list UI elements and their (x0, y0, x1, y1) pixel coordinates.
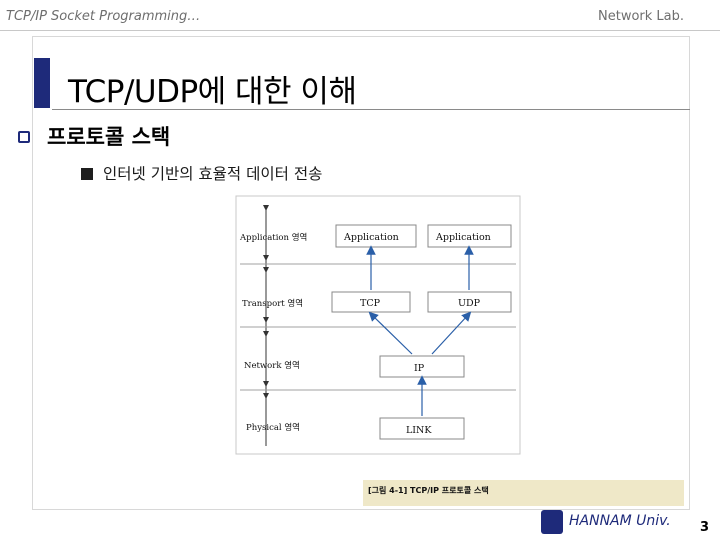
arrow-ip-to-tcp (368, 311, 413, 355)
title-underline (52, 109, 690, 110)
university-name: HANNAM Univ. (569, 513, 671, 529)
section-heading: 프로토콜 스택 (47, 125, 171, 149)
page-number: 3 (700, 520, 710, 535)
box-ip: IP (379, 355, 465, 378)
layer-label-physical: Physical 영역 (246, 422, 300, 433)
flow-arrows (366, 245, 474, 416)
box-link: LINK (379, 417, 465, 440)
box-app-left: Application (335, 224, 417, 248)
box-udp-label: UDP (458, 298, 481, 309)
box-app-right: Application (427, 224, 512, 248)
box-link-label: LINK (406, 425, 432, 436)
box-app-left-label: Application (343, 232, 399, 243)
diagram-frame (235, 195, 521, 455)
content-frame (32, 36, 690, 510)
box-ip-label: IP (414, 363, 425, 374)
box-app-right-label: Application (435, 232, 491, 243)
course-title: TCP/IP Socket Programming… (6, 9, 201, 24)
layer-label-network: Network 영역 (244, 360, 300, 371)
title-accent-bar (34, 58, 50, 108)
figure-caption: [그림 4-1] TCP/IP 프로토콜 스택 (368, 486, 489, 495)
layer-separators (240, 263, 516, 391)
slide-title: TCP/UDP에 대한 이해 (68, 74, 357, 110)
university-emblem-icon (541, 510, 563, 534)
caption-background (363, 480, 684, 506)
lab-name: Network Lab. (598, 9, 685, 24)
box-udp: UDP (427, 291, 512, 313)
bullet-text: 인터넷 기반의 효율적 데이터 전송 (103, 165, 323, 183)
layer-label-transport: Transport 영역 (242, 298, 303, 309)
box-tcp-label: TCP (360, 298, 381, 309)
layer-label-application: Application 영역 (239, 232, 307, 243)
box-tcp: TCP (331, 291, 411, 313)
header-divider (0, 30, 720, 31)
checkbox-bullet-icon (18, 131, 30, 143)
square-bullet-icon (81, 168, 93, 180)
arrow-ip-to-udp (431, 311, 472, 355)
